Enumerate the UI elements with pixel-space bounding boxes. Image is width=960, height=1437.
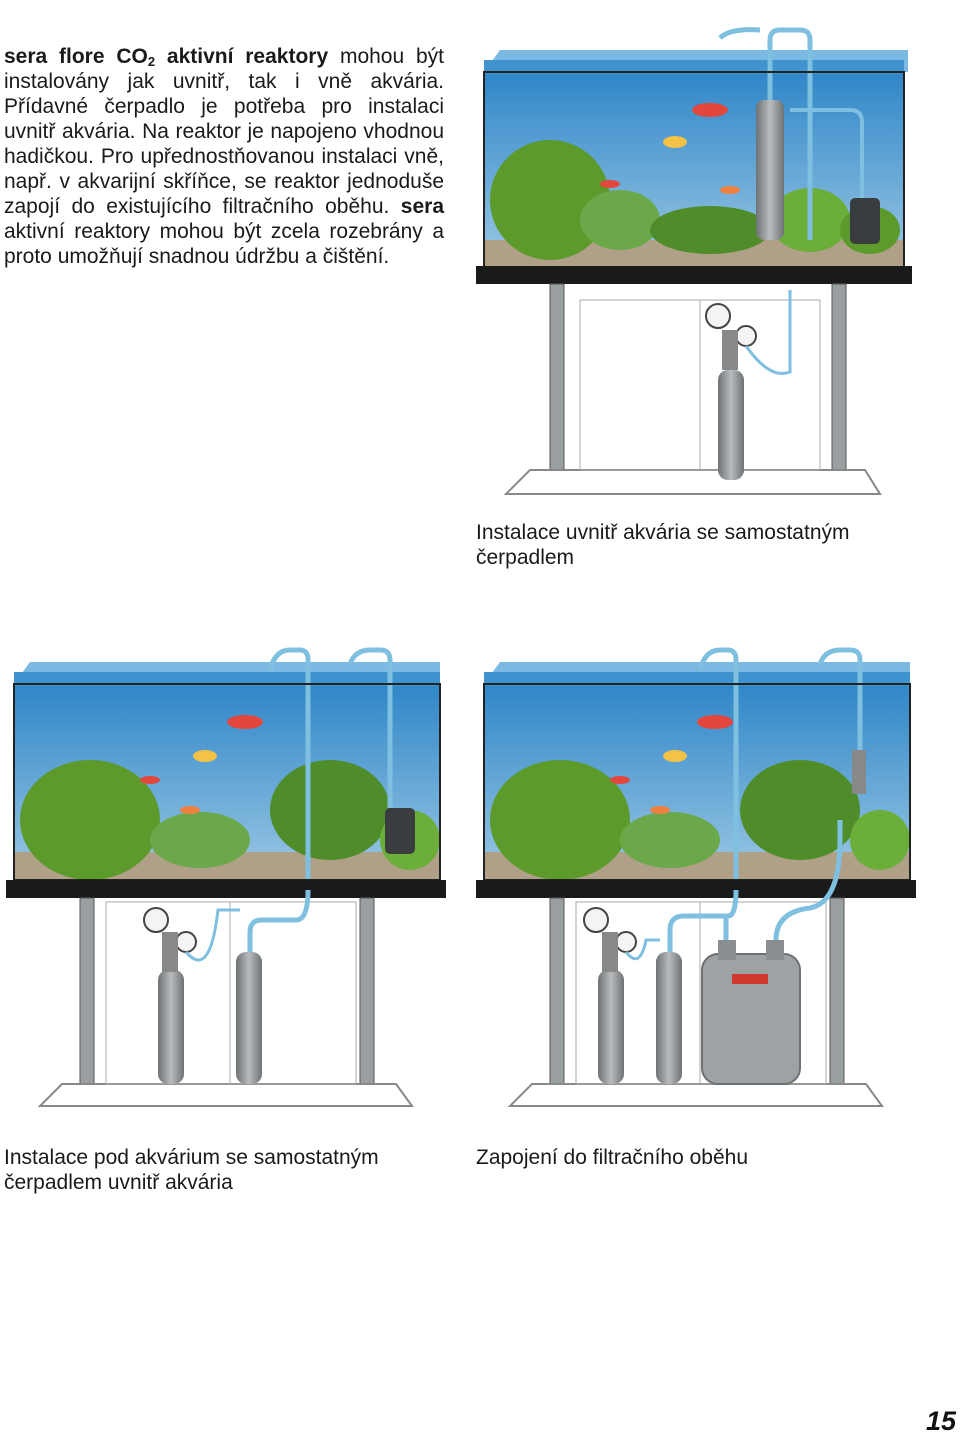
co2-cylinder	[718, 370, 744, 480]
stand-leg	[549, 897, 565, 1085]
caption-filter-circulation: Zapojení do filtračního oběhu	[476, 1146, 749, 1169]
pump	[385, 808, 415, 854]
fish	[697, 715, 733, 729]
co2-reactor	[236, 952, 262, 1084]
pressure-gauge	[583, 907, 609, 933]
caption-internal: Instalace uvnitř akvária se samostatným …	[476, 521, 850, 569]
tube	[267, 647, 311, 890]
brand-name: sera	[4, 45, 48, 68]
tube	[767, 27, 813, 240]
fish	[692, 103, 728, 117]
caption-under-tank: Instalace pod akvárium se samostatným če…	[4, 1146, 379, 1194]
co2-reactor	[656, 952, 682, 1084]
plant	[490, 140, 610, 260]
co2-cylinder	[598, 970, 624, 1084]
stand-top	[476, 266, 912, 284]
brand-name: sera	[400, 195, 445, 218]
stand-top	[6, 880, 446, 898]
illustration-filter-circulation	[470, 640, 930, 1120]
co2-cylinder	[158, 970, 184, 1084]
fish	[227, 715, 263, 729]
plant	[20, 760, 160, 880]
pressure-gauge	[705, 303, 731, 329]
external-filter	[701, 953, 801, 1085]
aquarium-diagram-filter	[476, 647, 916, 1107]
plant	[490, 760, 630, 880]
intro-text: mohou být instalovány jak uvnitř, tak i …	[4, 45, 444, 218]
stand-top	[476, 880, 916, 898]
page-number: 15	[925, 1406, 956, 1436]
stand-leg	[549, 283, 565, 471]
tube	[697, 647, 739, 890]
pump	[850, 198, 880, 244]
intro-text-2: aktivní reaktory mohou být zcela rozebrá…	[4, 220, 444, 268]
intro-paragraph: sera flore CO2 aktivní reaktory mohou bý…	[4, 44, 444, 269]
illustration-internal-reactor	[470, 0, 960, 510]
co2-reactor	[756, 100, 784, 240]
product-name: flore CO2 aktivní reaktory	[59, 45, 329, 69]
illustration-under-tank-reactor	[0, 640, 460, 1120]
aquarium-diagram-under-tank	[6, 647, 446, 1107]
stand-leg	[79, 897, 95, 1085]
aquarium-diagram-internal	[476, 27, 912, 495]
pressure-gauge	[143, 907, 169, 933]
